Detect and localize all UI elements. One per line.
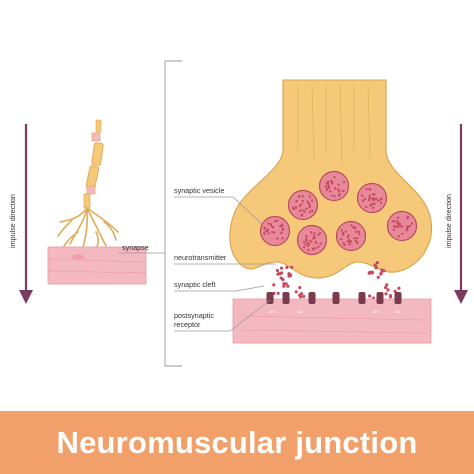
receptor (308, 292, 316, 304)
neurotransmitter-dot (290, 265, 294, 269)
neurotransmitter-dot (284, 282, 288, 286)
synaptic-vesicle (318, 170, 350, 202)
impulse-direction-label-left: impulse direction (8, 194, 17, 248)
neurotransmitter-dot (384, 285, 388, 290)
neurotransmitter-dot (370, 271, 374, 275)
postsynaptic-label-line2: receptor (174, 320, 201, 329)
neurotransmitter-dot (280, 271, 284, 275)
neurotransmitter-dot (397, 286, 401, 290)
synaptic-vesicle-label: synaptic vesicle (174, 186, 224, 195)
right-impulse-arrow: impulse direction (444, 124, 468, 304)
synaptic-vesicle (296, 224, 328, 256)
synaptic-vesicles (259, 170, 418, 256)
left-impulse-arrow: impulse direction (8, 124, 33, 304)
neurotransmitter-dot (367, 271, 371, 275)
axon (83, 119, 104, 209)
impulse-direction-label-right: impulse direction (444, 194, 453, 248)
small-muscle-fiber (47, 246, 147, 285)
synaptic-vesicle (386, 210, 418, 242)
ion-label: Na⁺ (269, 310, 275, 314)
neurotransmitter-dot (272, 283, 276, 287)
neurotransmitter-dot (289, 273, 293, 278)
synaptic-vesicle-leader (174, 196, 263, 225)
neurotransmitter-dot (388, 294, 393, 298)
synaptic-vesicle (259, 215, 291, 247)
neurotransmitter-dot (375, 261, 379, 265)
neurotransmitter-dot (285, 265, 289, 270)
neurotransmitter-dot (286, 284, 290, 288)
callouts: synaptic vesicle neurotransmitter synapt… (174, 186, 276, 332)
neuron-overview (47, 119, 147, 285)
receptor (332, 292, 340, 304)
neurotransmitter-dot (298, 293, 302, 297)
receptor (358, 292, 366, 304)
postsynaptic-receptor-leader (174, 299, 271, 332)
postsynaptic-label-line1: postsynaptic (174, 311, 214, 320)
neurotransmitter-dot (368, 294, 372, 298)
neurotransmitter-dot (373, 263, 377, 267)
muscle-membrane (232, 298, 432, 344)
receptor (394, 292, 402, 304)
synaptic-vesicle (287, 189, 319, 221)
axon-branches (57, 207, 119, 255)
axon-striations (297, 83, 371, 165)
neurotransmitter-dot (276, 291, 280, 295)
neuromuscular-diagram: impulse direction impulse direction (8, 60, 468, 367)
title-banner: Neuromuscular junction (0, 411, 474, 474)
neurotransmitter-dot (384, 292, 388, 296)
down-arrow-icon (19, 290, 33, 304)
synaptic-vesicle (335, 220, 367, 252)
neurotransmitter-dot (276, 272, 280, 276)
synaptic-cleft-label: synaptic cleft (174, 280, 216, 289)
postsynaptic-receptors (266, 292, 402, 304)
synaptic-cleft-leader (174, 285, 265, 292)
neurotransmitter-dot (376, 275, 380, 279)
neurotransmitter-dot (302, 294, 306, 298)
ion-label: Na⁺ (395, 310, 401, 314)
ion-label: Na⁺ (373, 310, 379, 314)
neurotransmitter-dot (379, 272, 383, 276)
neurotransmitter-dot (294, 290, 298, 294)
neurotransmitter-label: neurotransmitter (174, 253, 227, 262)
diagram-title: Neuromuscular junction (56, 424, 418, 460)
ion-labels: Na⁺ Na⁺ Na⁺ Na⁺ (269, 310, 401, 314)
neurotransmitter-dot (386, 288, 390, 292)
neurotransmitter-dot (279, 276, 283, 280)
neurotransmitter-dot (374, 265, 378, 269)
synapse-label: synapse (122, 243, 149, 252)
neurotransmitter-dot (298, 286, 302, 290)
neurotransmitter-dot (275, 268, 279, 273)
synaptic-vesicle (356, 182, 388, 214)
neurotransmitter-dot (280, 266, 284, 270)
ion-label: Na⁺ (298, 310, 304, 314)
down-arrow-icon (454, 290, 468, 304)
neurotransmitter-dot (385, 283, 389, 287)
receptor (282, 292, 290, 304)
small-junction-site (72, 254, 84, 260)
synapse-bracket: synapse (118, 60, 182, 367)
receptor (376, 292, 384, 304)
neurotransmitter-dot (282, 284, 286, 288)
neurotransmitter-dot (282, 282, 286, 286)
neurotransmitter-dot (382, 269, 386, 273)
